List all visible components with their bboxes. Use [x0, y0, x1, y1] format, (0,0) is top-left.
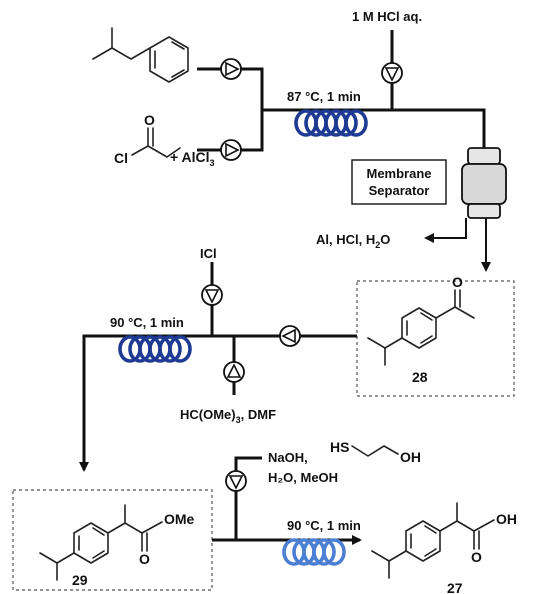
coil-reactor-2-icon [118, 335, 192, 363]
icl-label: ICl [200, 246, 217, 261]
hcl-label: 1 M HCl aq. [352, 9, 422, 24]
separator-label-box: Membrane Separator [351, 159, 447, 205]
compound-29-box [12, 489, 213, 591]
membrane-separator-icon [461, 147, 507, 219]
separator-line1: Membrane [366, 166, 431, 181]
thiol-oh-label: OH [400, 449, 421, 465]
mercaptoethanol-structure: HS OH [330, 439, 421, 465]
compound-27-structure: O OH 27 [371, 502, 517, 594]
compound-27-o-label: O [471, 549, 482, 565]
pump-orthoformate-icon [223, 361, 245, 383]
compound-29-structure: O OMe 29 [39, 504, 195, 588]
compound-29-label: 29 [72, 572, 88, 588]
compound-28-structure: O 28 [367, 274, 475, 385]
reactor-line-2 [79, 334, 357, 472]
condition-step1-label: 87 °C, 1 min [287, 89, 361, 104]
feed-line-top [197, 67, 264, 152]
pump-28-icon [279, 325, 301, 347]
waste-arrow [424, 218, 467, 243]
condition-step2-label: 90 °C, 1 min [110, 315, 184, 330]
condition-step3-label: 90 °C, 1 min [287, 518, 361, 533]
waste-label: Al, HCl, H2O [316, 232, 390, 250]
pump-isobutylbenzene-icon [220, 58, 242, 80]
separator-line2: Separator [369, 183, 430, 198]
compound-28-box [356, 280, 515, 397]
coil-reactor-3-icon [282, 538, 346, 566]
compound-27-label: 27 [447, 580, 463, 594]
naoh-label: NaOH, [268, 450, 308, 465]
compound-27-oh-label: OH [496, 511, 517, 527]
pump-icl-icon [201, 284, 223, 306]
compound-28-o-label: O [452, 274, 463, 290]
thiol-hs-label: HS [330, 439, 349, 455]
water-methanol-label: H₂O, MeOH [268, 470, 338, 485]
acyl-chloride-cl-label: Cl [114, 150, 128, 166]
compound-29-o-label: O [139, 551, 150, 567]
pump-hcl-icon [381, 62, 403, 84]
orthoformate-label: HC(OMe)3, DMF [180, 407, 276, 425]
pump-acyl-chloride-icon [220, 139, 242, 161]
coil-reactor-1-icon [294, 109, 368, 137]
compound-29-ome-label: OMe [164, 511, 195, 527]
reactor-line-1 [262, 108, 486, 148]
pump-naoh-icon [225, 470, 247, 492]
propionyl-chloride-structure: Cl O + AlCl3 [114, 112, 215, 168]
naoh-feed-line [234, 456, 262, 540]
compound-28-label: 28 [412, 369, 428, 385]
alcl3-label: + AlCl3 [170, 149, 215, 168]
acyl-chloride-o-label: O [144, 112, 155, 128]
isobutylbenzene-structure [92, 27, 189, 83]
